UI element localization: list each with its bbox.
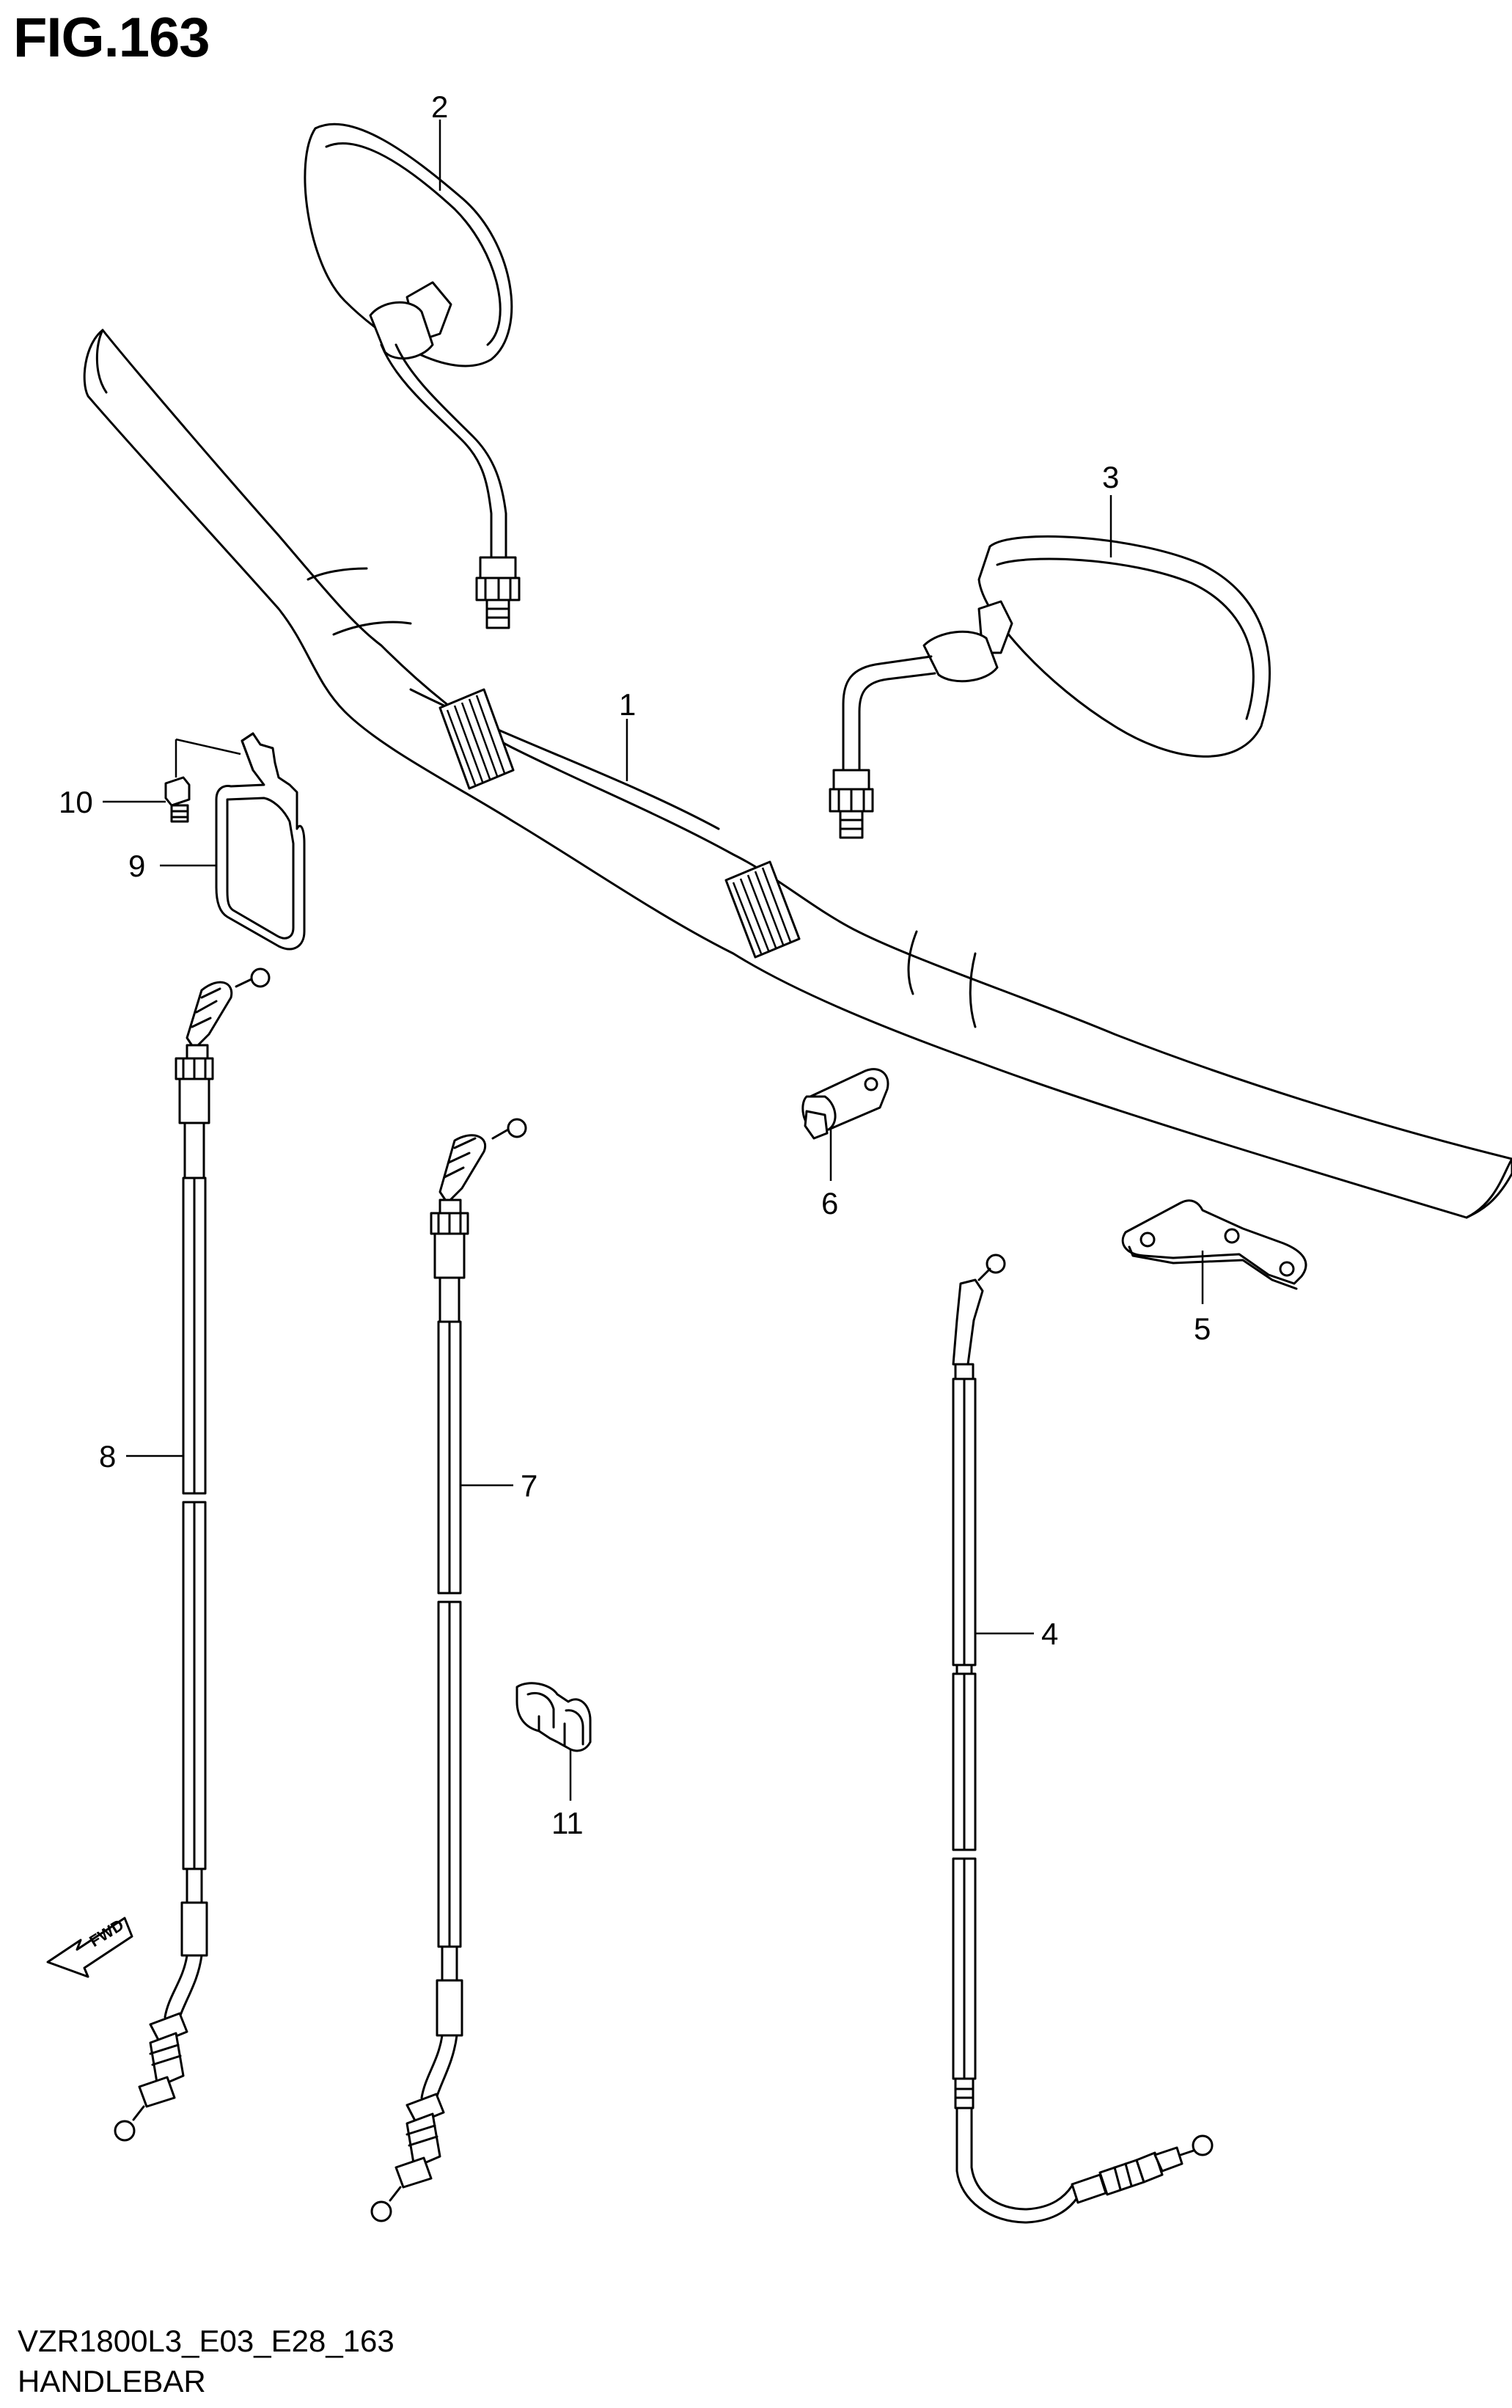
bolt xyxy=(164,738,241,823)
forward-arrow-icon: FWD xyxy=(46,1915,133,1978)
handlebar xyxy=(83,329,1512,1219)
diagram-code: VZR1800L3_E03_E28_163 xyxy=(18,2324,394,2358)
callout-5: 5 xyxy=(1194,1311,1211,1346)
callout-10: 10 xyxy=(59,785,93,819)
knurl-band-left xyxy=(438,688,515,790)
cable-clamp xyxy=(801,1068,889,1140)
mount-plate xyxy=(1121,1199,1307,1290)
knurl-band-right xyxy=(724,860,801,959)
diagram-name: HANDLEBAR xyxy=(18,2364,206,2398)
callout-9: 9 xyxy=(128,849,145,883)
callout-8: 8 xyxy=(99,1439,116,1474)
mirror-right xyxy=(829,535,1271,839)
wire-clamp-bracket xyxy=(215,732,306,951)
mirror-left xyxy=(304,122,521,629)
callout-4: 4 xyxy=(1041,1617,1058,1651)
cable-clip xyxy=(515,1682,592,1752)
callout-11: 11 xyxy=(551,1806,584,1840)
throttle-cable-7 xyxy=(370,1118,527,2222)
clutch-cable-4 xyxy=(952,1254,1214,2224)
callout-numbers: 1 2 3 4 5 6 7 8 9 10 11 xyxy=(59,89,1211,1840)
callout-1: 1 xyxy=(619,687,636,722)
callout-3: 3 xyxy=(1102,460,1119,494)
callout-6: 6 xyxy=(821,1186,838,1221)
figure-title: FIG.163 xyxy=(13,7,210,69)
callout-2: 2 xyxy=(431,89,448,124)
callout-7: 7 xyxy=(521,1468,537,1503)
leader-lines xyxy=(103,120,1204,1801)
throttle-cable-8 xyxy=(114,967,271,2142)
